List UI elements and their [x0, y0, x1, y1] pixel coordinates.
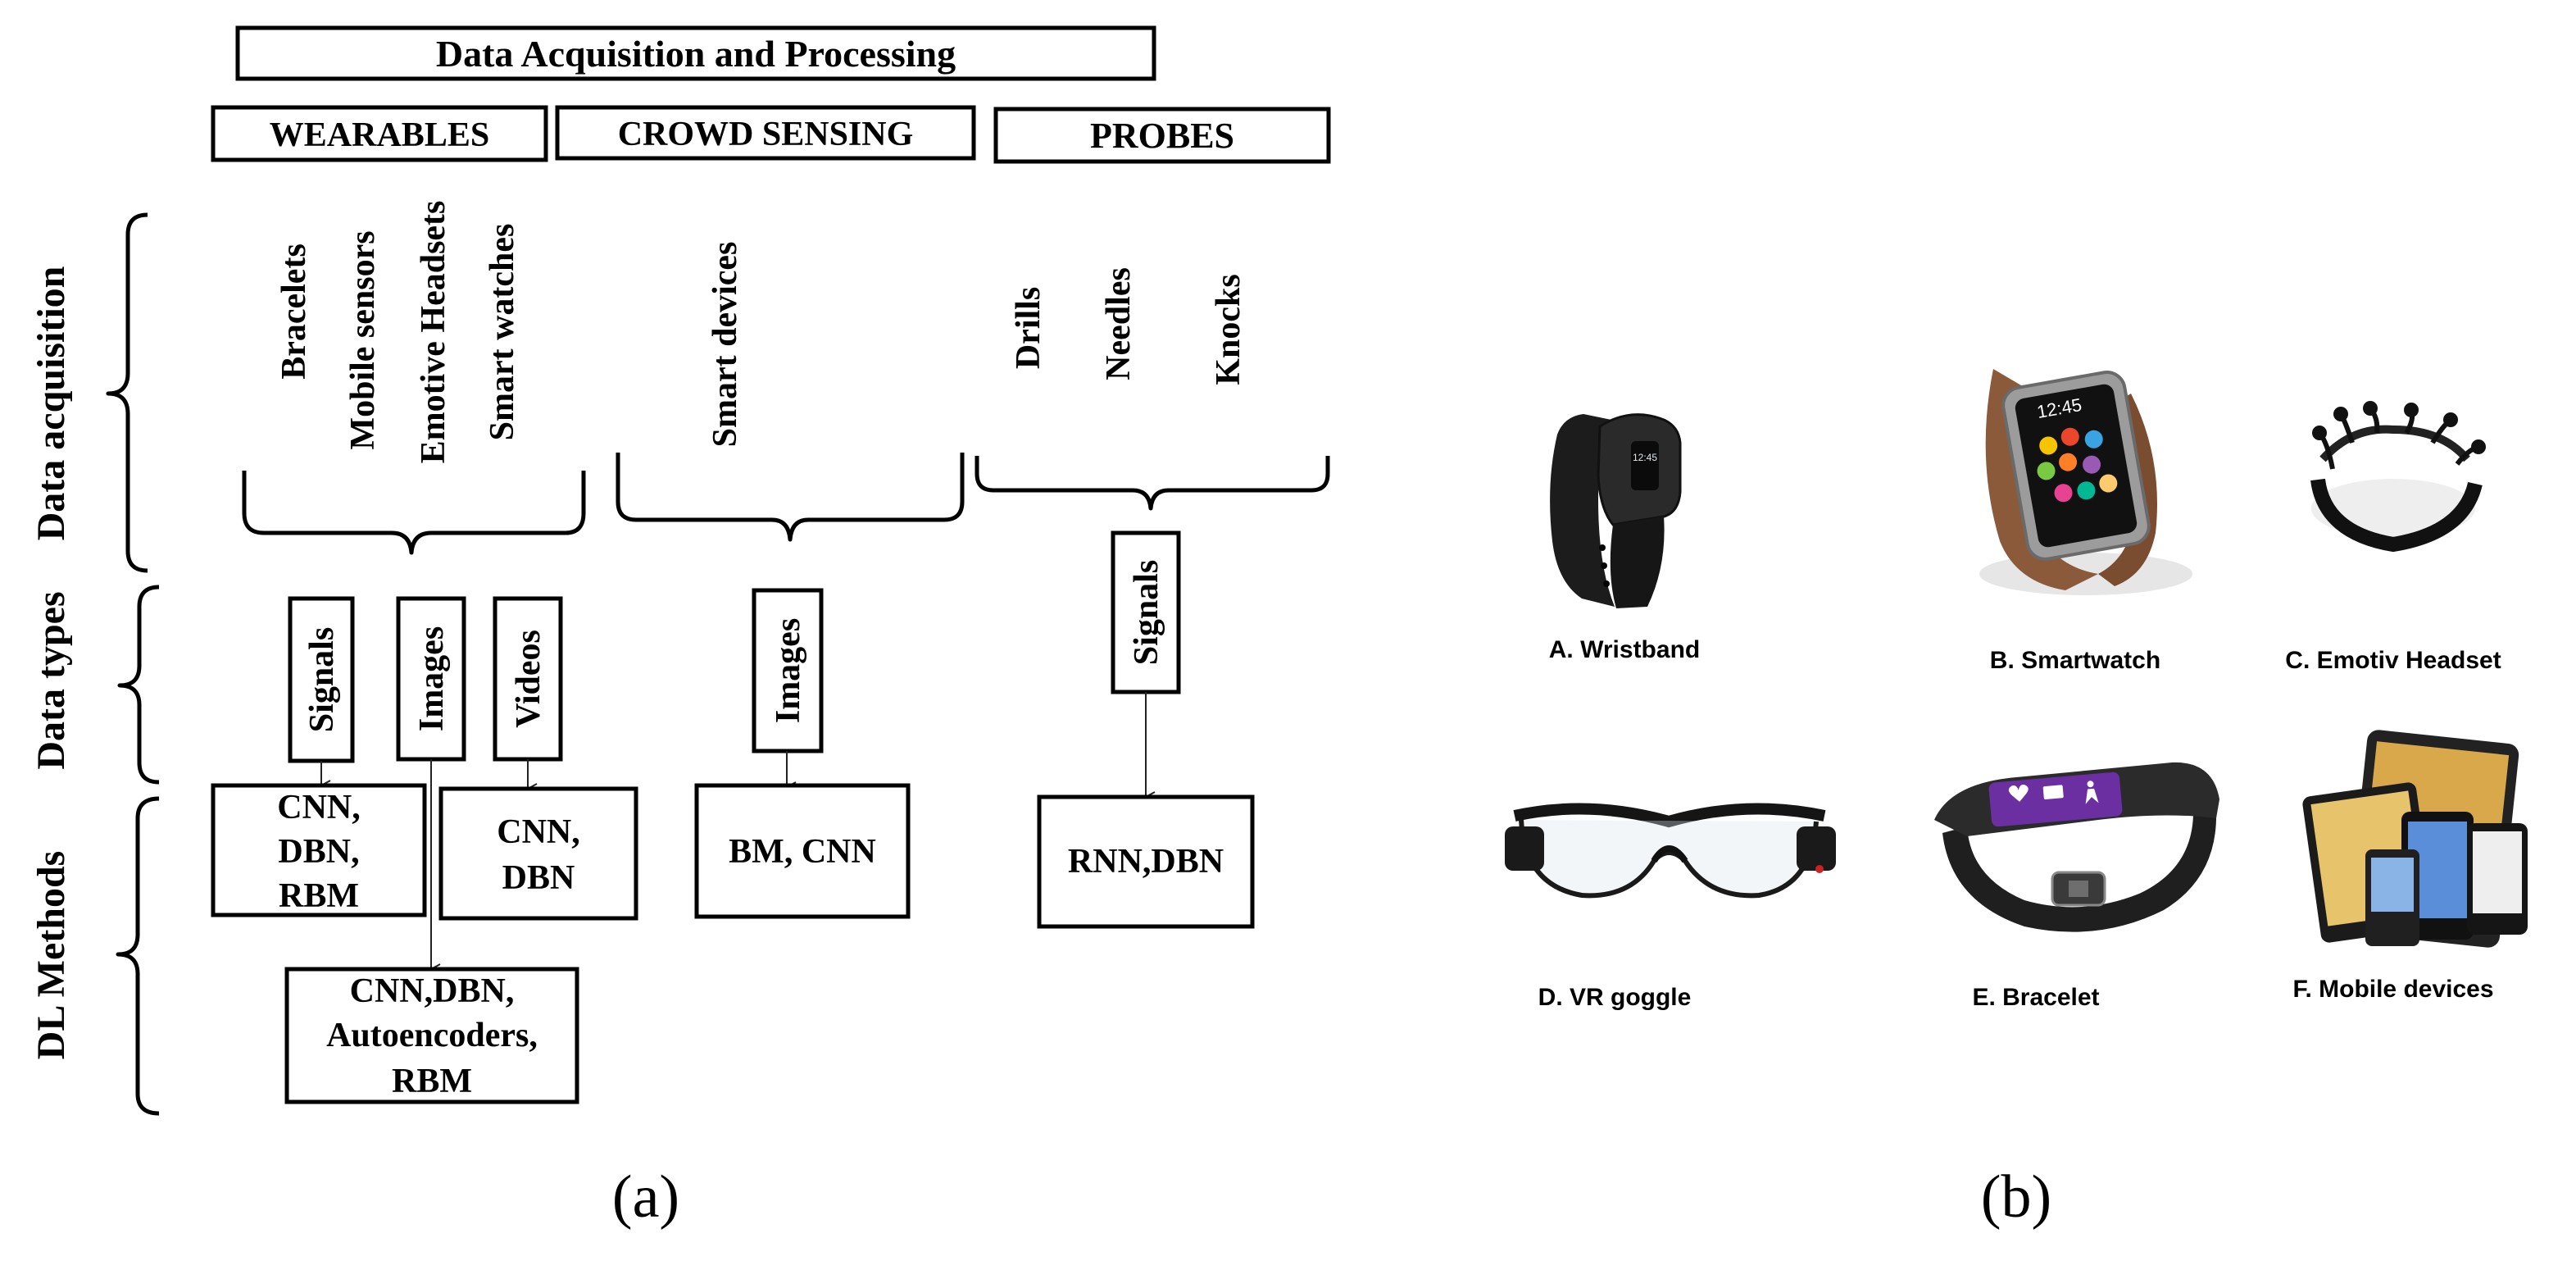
panel-a-diagram: Data Acquisition and Processing WEARABLE…: [30, 25, 1331, 1231]
emotiv-headset-image: [2310, 401, 2486, 553]
svg-text:Autoencoders,: Autoencoders,: [326, 1017, 538, 1054]
row-label-data-acquisition: Data acquisition: [30, 266, 73, 541]
method-box-m2: CNN, DBN: [438, 786, 638, 921]
caption-a: (a): [612, 1163, 679, 1231]
smartwatch-image: 12:45: [1979, 369, 2192, 595]
device-smart-watches: Smart watches: [484, 224, 521, 441]
device-knocks: Knocks: [1210, 274, 1247, 385]
vr-goggle-image: [1505, 803, 1836, 899]
device-mobile-sensors: Mobile sensors: [344, 230, 382, 449]
svg-text:WEARABLES: WEARABLES: [270, 116, 489, 154]
datatype-wearable-signals: Signals: [288, 596, 355, 763]
svg-text:CNN,: CNN,: [277, 789, 361, 826]
svg-text:RBM: RBM: [279, 877, 359, 915]
brace-probes: [975, 456, 1330, 511]
category-wearables: WEARABLES: [211, 105, 548, 162]
label-smartwatch: B. Smartwatch: [1990, 647, 2160, 674]
svg-text:Videos: Videos: [510, 630, 547, 728]
left-braces: [106, 212, 160, 1116]
svg-text:CNN,: CNN,: [497, 813, 580, 851]
label-wristband: A. Wristband: [1549, 636, 1700, 663]
label-vr-goggle: D. VR goggle: [1538, 984, 1692, 1011]
method-box-m1: CNN, DBN, RBM: [211, 783, 427, 917]
probe-devices: Drills Needles Knocks: [1010, 267, 1247, 385]
svg-text:Images: Images: [770, 618, 807, 723]
datatype-probe-signals: Signals: [1111, 530, 1181, 694]
datatype-wearable-images: Images: [396, 596, 466, 762]
category-crowd-sensing: CROWD SENSING: [555, 105, 976, 161]
device-needles: Needles: [1100, 267, 1138, 380]
svg-text:CNN,DBN,: CNN,DBN,: [350, 972, 515, 1010]
brace-data-acquisition: [106, 212, 148, 573]
bracelet-image: [1934, 762, 2219, 932]
svg-text:Signals: Signals: [1128, 560, 1165, 665]
svg-text:DBN: DBN: [502, 859, 575, 897]
svg-text:12:45: 12:45: [1633, 452, 1657, 463]
brace-wearables: [242, 471, 586, 555]
device-bracelets: Bracelets: [275, 244, 313, 380]
datatype-crowd-images: Images: [752, 588, 824, 753]
wristband-image: 12:45: [1550, 413, 1682, 608]
category-probes: PROBES: [993, 107, 1331, 164]
mobile-devices-image: [2302, 730, 2528, 948]
method-box-m4: BM, CNN: [694, 783, 911, 919]
row-label-dl-methods: DL Methods: [30, 851, 73, 1060]
label-bracelet: E. Bracelet: [1972, 984, 2099, 1011]
title-text: Data Acquisition and Processing: [436, 33, 956, 75]
wearable-devices: Bracelets Mobile sensors Emotive Headset…: [275, 201, 521, 464]
svg-text:DBN,: DBN,: [278, 833, 359, 871]
svg-text:Images: Images: [413, 626, 451, 731]
method-box-m3: CNN,DBN, Autoencoders, RBM: [284, 967, 579, 1104]
row-label-data-types: Data types: [30, 591, 73, 769]
svg-text:CROWD SENSING: CROWD SENSING: [618, 116, 914, 153]
method-box-m5: RNN,DBN: [1037, 794, 1255, 929]
svg-text:BM, CNN: BM, CNN: [729, 833, 876, 871]
device-emotive-headsets: Emotive Headsets: [415, 201, 452, 464]
title-box: Data Acquisition and Processing: [235, 25, 1156, 81]
device-drills: Drills: [1010, 287, 1047, 369]
svg-text:RNN,DBN: RNN,DBN: [1068, 843, 1224, 881]
arrows: [321, 692, 1146, 969]
label-mobile-devices: F. Mobile devices: [2292, 976, 2493, 1003]
brace-data-types: [117, 585, 160, 785]
brace-crowd: [616, 453, 965, 542]
svg-text:PROBES: PROBES: [1090, 116, 1234, 156]
brace-dl-methods: [116, 796, 160, 1116]
device-smart-devices: Smart devices: [706, 242, 744, 448]
panel-b-devices: 12:45 A. Wristband 12:45 B. Smartwatch: [1505, 369, 2528, 1231]
datatype-wearable-videos: Videos: [493, 596, 563, 762]
svg-text:Signals: Signals: [303, 627, 341, 732]
caption-b: (b): [1981, 1163, 2051, 1231]
label-emotiv-headset: C. Emotiv Headset: [2285, 647, 2501, 674]
svg-text:RBM: RBM: [392, 1063, 472, 1100]
